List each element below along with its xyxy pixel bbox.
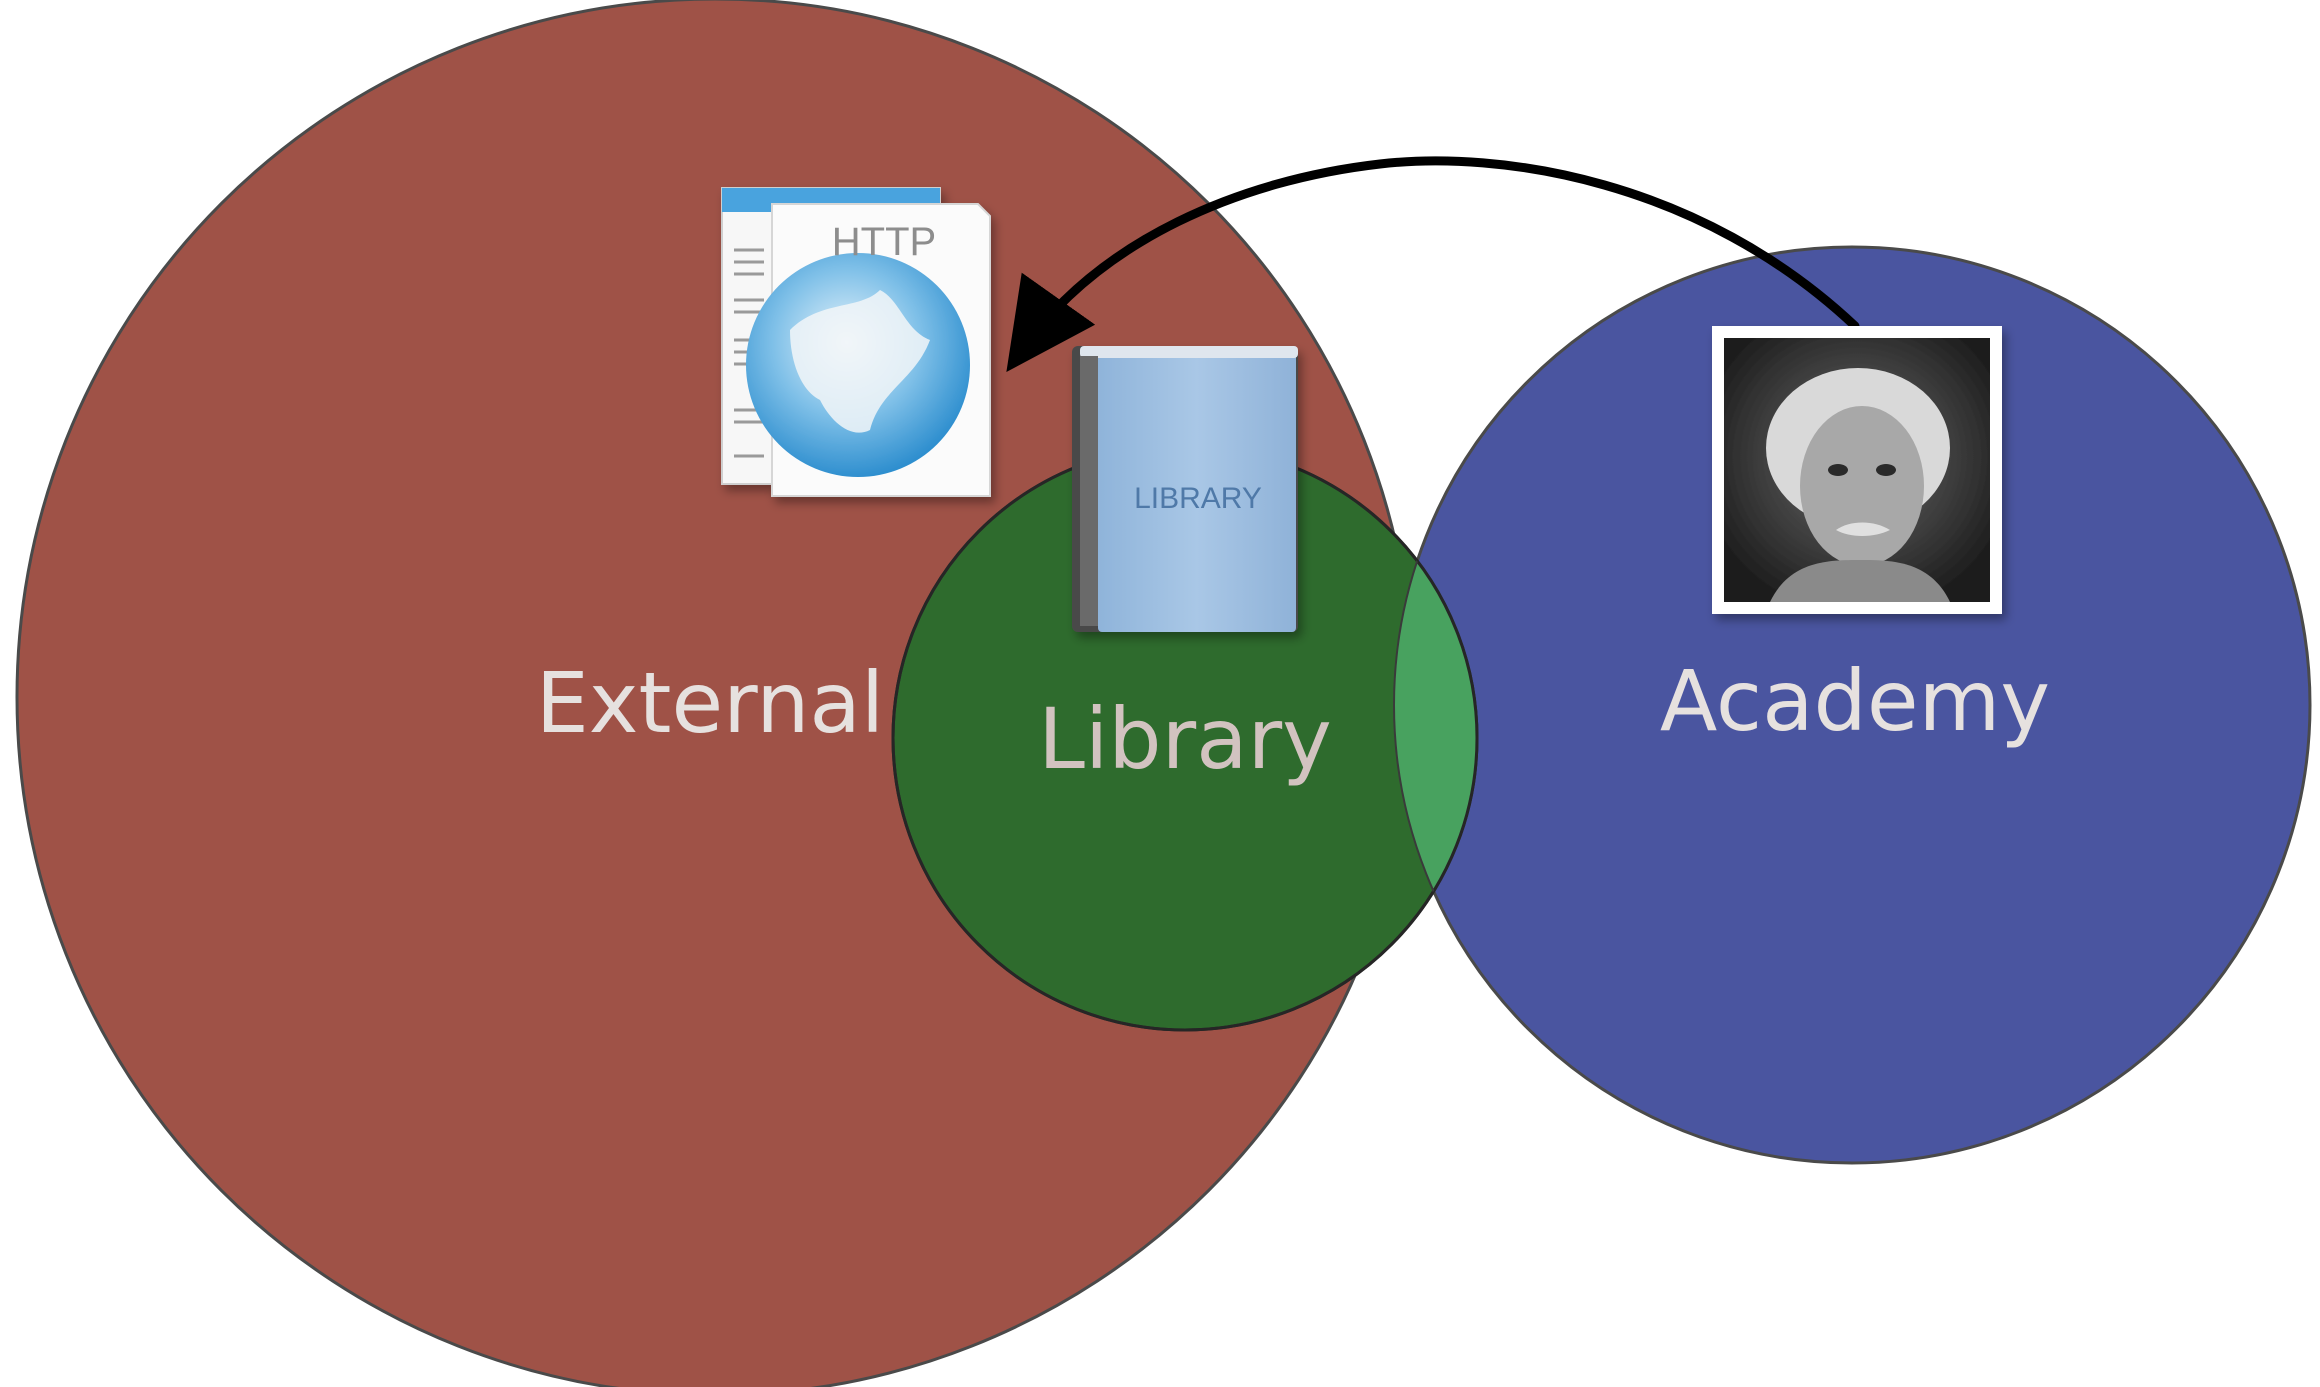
academy-label: Academy [1660, 652, 2050, 750]
http-document-icon: HTTP [721, 187, 991, 497]
library-book-icon: LIBRARY [1072, 346, 1298, 632]
library-book-caption: LIBRARY [1134, 482, 1262, 515]
external-label: External [536, 654, 885, 752]
scholar-portrait-icon [1712, 326, 2002, 614]
http-caption: HTTP [832, 220, 936, 264]
library-label: Library [1038, 690, 1332, 788]
academy-to-external-arrow [1006, 156, 1860, 373]
